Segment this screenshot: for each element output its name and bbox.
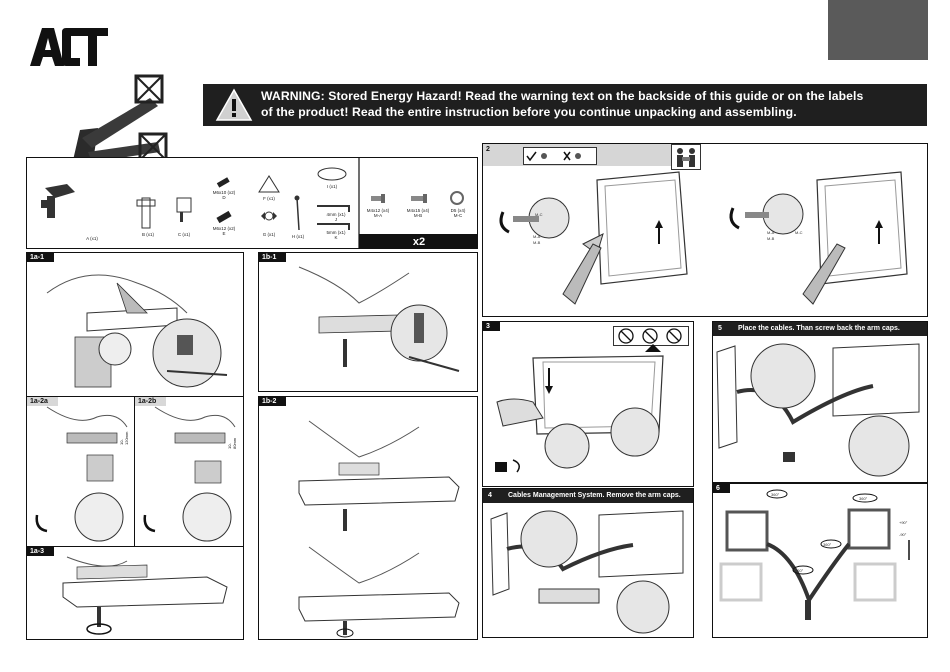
step-2-number: 2 [486,146,490,153]
warning-line-1: WARNING: Stored Energy Hazard! Read the … [261,89,864,103]
step-4-caption: Cables Management System. Remove the arm… [508,492,681,499]
part-i-label: I (x1) [326,184,338,189]
step-1b-2-panel: 1b-2 [258,396,478,640]
step-1a-1-panel: 1a-1 [26,252,244,397]
part-ma-label: M4x12 (x4)M-A [366,208,390,218]
mb-label-right: M-B [767,236,775,241]
part-mb-label: M4x15 (x4)M-B [406,208,430,218]
rotate-360-low-label: 360° [795,568,804,573]
ma-label-right: M-A [767,230,775,235]
part-b-label: B (x1) [141,232,154,237]
step-6-label: 6 [713,484,730,493]
step-3-panel: 3 [482,321,694,487]
rotate-360-top-label: 360° [859,496,868,501]
step-5-number: 5 [718,325,722,332]
step-1b-1-label: 1b-1 [259,253,287,262]
forbidden-icons [613,326,689,346]
step-4-number: 4 [488,492,492,499]
tilt-minus-90-label: -90° [899,532,907,537]
part-a-label: A (x1) [86,236,98,241]
color-tab [828,0,928,60]
mc-label-left: M-C [535,212,543,217]
step-1a-2a-panel: 1a-2a 10-120mm [26,396,136,548]
step-5-panel: 5 Place the cables. Than screw back the a… [712,321,928,483]
step-2-header: 2 [483,144,671,166]
step-5-header: 5 Place the cables. Than screw back the a… [713,322,927,336]
part-h-label: H (x1) [291,234,305,239]
step-2-panel: 2 M-C [482,143,928,317]
step-5-caption: Place the cables. Than screw back the ar… [738,325,900,332]
warning-line-2: of the product! Read the entire instruct… [261,105,797,119]
tilt-plus-90-label: +90° [899,520,908,525]
warning-text: WARNING: Stored Energy Hazard! Read the … [261,88,921,120]
step-3-label: 3 [483,322,500,331]
step-1b-2-label: 1b-2 [259,397,287,406]
hardware-check-icons [523,147,597,165]
part-c-label: C (x1) [177,232,191,237]
part-j-label: 4mm (x1)J [326,212,346,222]
rotate-360-mid-label: 360° [823,542,832,547]
ma-label-left: M-A [533,234,541,239]
step-1b-1-panel: 1b-1 [258,252,478,392]
mc-label-right: M-C [795,230,803,235]
part-k-label: 5mm (x1)K [326,230,346,240]
mb-label-left: M-B [533,240,541,245]
clamp-range-label-b: 10-80mm [227,437,237,449]
step-1a-3-label: 1a-3 [27,547,55,556]
step-6-panel: 6 360° 360° 360° 360° +90° -90° [712,483,928,638]
multiplier-badge: x2 [359,234,477,248]
step-1a-2a-label: 1a-2a [27,397,58,406]
warning-triangle-icon [215,88,253,122]
step-1a-1-label: 1a-1 [27,253,55,262]
part-e-label: M6x12 (x2)E [212,226,236,236]
part-mc-label: D5 (x4)M-C [450,208,466,218]
step-1a-2b-label: 1a-2b [135,397,167,406]
part-d-label: M6x10 (x2)D [212,190,236,200]
step-1a-3-panel: 1a-3 [26,546,244,640]
warning-banner: WARNING: Stored Energy Hazard! Read the … [203,84,927,126]
two-person-icon [671,144,701,170]
step-4-panel: 4 Cables Management System. Remove the ar… [482,488,694,638]
act-logo [28,26,110,68]
step-4-header: 4 Cables Management System. Remove the ar… [483,489,693,503]
rotate-360-left-label: 360° [771,492,780,497]
parts-panel: A (x1) B (x1) C (x1) M6x10 (x2)D M6x12 (… [26,157,478,249]
step-1a-2b-panel: 1a-2b 10-80mm [134,396,244,548]
clamp-range-label-a: 10-120mm [119,431,129,445]
part-f-label: F (x1) [263,196,275,201]
part-g-label: G (x1) [262,232,276,237]
